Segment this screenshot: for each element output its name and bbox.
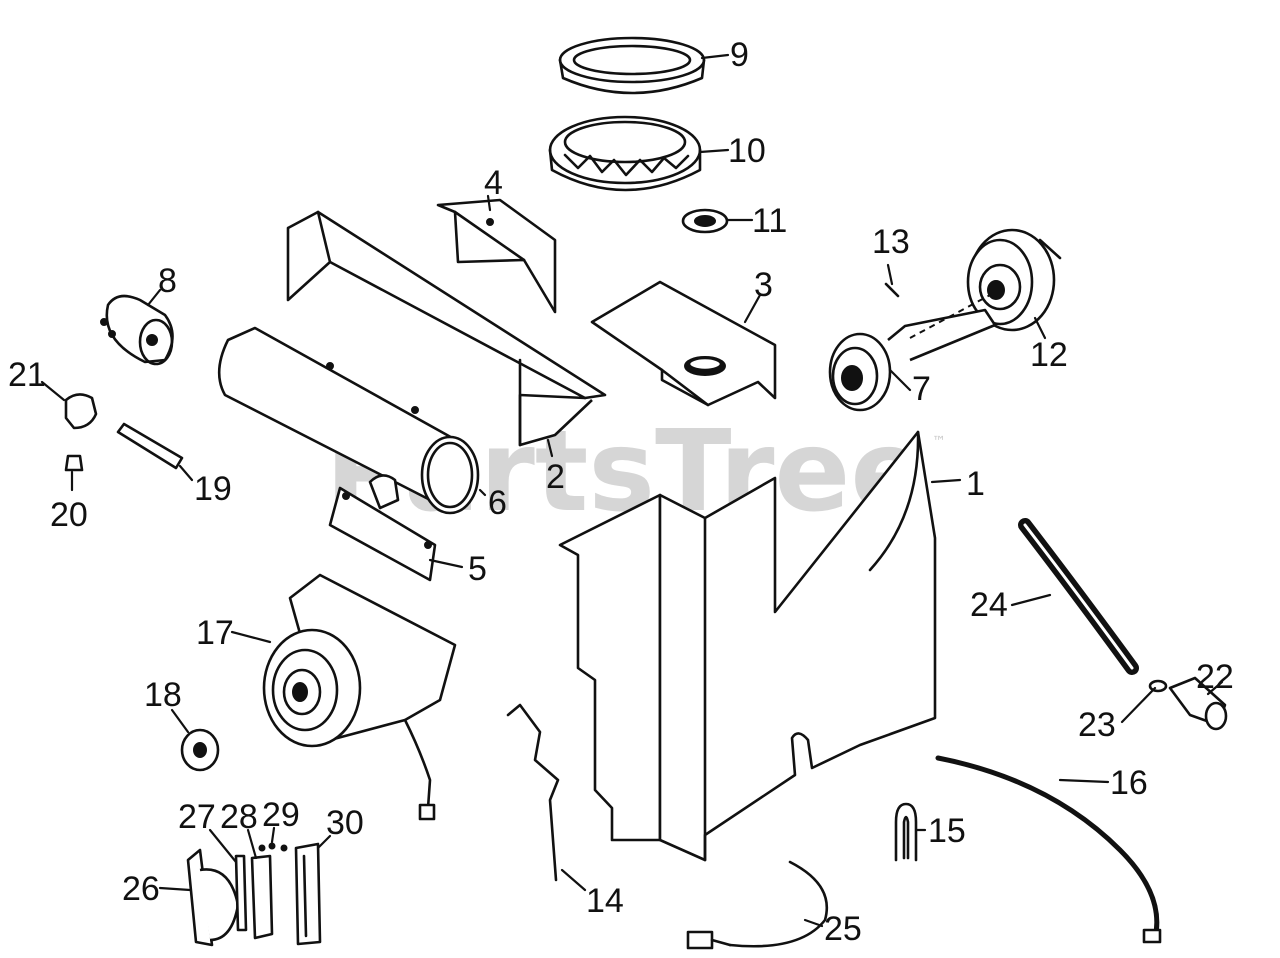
part-24-hose[interactable] — [1018, 518, 1139, 675]
callout-26[interactable]: 26 — [122, 870, 160, 908]
callout-16[interactable]: 16 — [1110, 764, 1148, 802]
part-30-plate[interactable] — [294, 842, 322, 946]
part-22-valve[interactable] — [1168, 676, 1228, 731]
callout-4[interactable]: 4 — [484, 164, 503, 202]
part-10-air-filter[interactable] — [548, 115, 702, 192]
callout-25[interactable]: 25 — [824, 910, 862, 948]
callout-18[interactable]: 18 — [144, 676, 182, 714]
part-9-ring[interactable] — [558, 36, 706, 95]
part-11-grommet[interactable] — [681, 208, 729, 234]
watermark-trademark: ™ — [932, 434, 946, 450]
shaft-centerline — [909, 294, 991, 339]
callout-11[interactable]: 11 — [752, 202, 787, 240]
callout-7[interactable]: 7 — [912, 370, 931, 408]
part-20-plug[interactable] — [64, 454, 84, 472]
part-12-pulley[interactable] — [966, 228, 1062, 332]
part-27-spacer[interactable] — [234, 854, 248, 932]
callout-1[interactable]: 1 — [966, 465, 985, 503]
callout-19[interactable]: 19 — [194, 470, 232, 508]
part-21-elbow[interactable] — [64, 393, 98, 430]
part-18-washer[interactable] — [180, 728, 220, 772]
callout-6[interactable]: 6 — [488, 484, 507, 522]
callout-29[interactable]: 29 — [262, 796, 300, 834]
part-2-shroud[interactable] — [286, 210, 607, 447]
part-25-harness[interactable] — [686, 860, 829, 950]
callout-21[interactable]: 21 — [8, 356, 46, 394]
callout-22[interactable]: 22 — [1196, 658, 1234, 696]
part-19-pipe[interactable] — [116, 422, 184, 470]
part-5-heat-shield[interactable] — [328, 486, 437, 582]
callout-27[interactable]: 27 — [178, 798, 216, 836]
part-29-screws[interactable] — [258, 842, 288, 852]
callout-5[interactable]: 5 — [468, 550, 487, 588]
part-15-clip[interactable] — [894, 802, 918, 862]
leader-lines — [40, 53, 1224, 928]
callout-9[interactable]: 9 — [730, 36, 749, 74]
callout-8[interactable]: 8 — [158, 262, 177, 300]
callout-28[interactable]: 28 — [220, 798, 258, 836]
part-28-rotor[interactable] — [250, 854, 274, 940]
callout-3[interactable]: 3 — [754, 266, 773, 304]
part-1-panel[interactable] — [558, 430, 937, 862]
callout-15[interactable]: 15 — [928, 812, 966, 850]
callout-13[interactable]: 13 — [872, 223, 910, 261]
callout-10[interactable]: 10 — [728, 132, 766, 170]
callout-12[interactable]: 12 — [1030, 336, 1068, 374]
part-17-clutch[interactable] — [262, 573, 457, 821]
part-6-muffler[interactable] — [217, 326, 480, 515]
part-26-pulley-half[interactable] — [186, 848, 240, 947]
callout-23[interactable]: 23 — [1078, 706, 1116, 744]
part-3-plate[interactable] — [590, 280, 777, 407]
callout-14[interactable]: 14 — [586, 882, 624, 920]
part-7-hub-shaft[interactable] — [828, 308, 997, 412]
callout-20[interactable]: 20 — [50, 496, 88, 534]
part-14-rod[interactable] — [506, 703, 560, 882]
callout-2[interactable]: 2 — [546, 458, 565, 496]
part-8-canister[interactable] — [100, 294, 174, 366]
callout-17[interactable]: 17 — [196, 614, 234, 652]
part-4-bracket[interactable] — [436, 198, 557, 314]
part-16-cable[interactable] — [935, 755, 1162, 944]
callout-30[interactable]: 30 — [326, 804, 364, 842]
callout-24[interactable]: 24 — [970, 586, 1008, 624]
part-13-pin[interactable] — [884, 282, 900, 298]
